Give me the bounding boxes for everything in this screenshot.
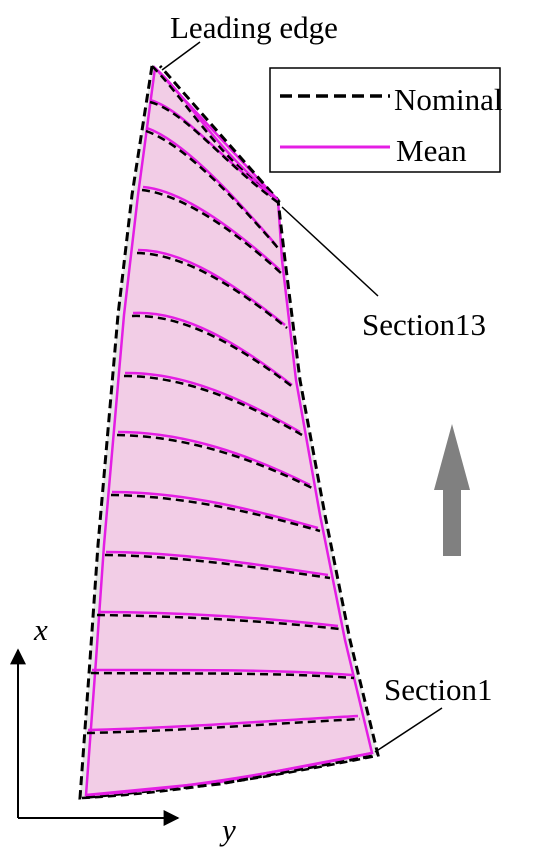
axis-x-label: x [33,612,48,647]
section-3-mean [91,668,353,677]
section-2-mean [87,714,359,732]
section-10-nominal [136,251,288,329]
section-13-label: Section13 [362,307,486,342]
section-9-mean [132,311,293,386]
section-3-nominal [90,671,355,680]
nominal-outline [78,65,380,800]
up-arrow-head [434,424,470,490]
section-9-nominal [131,314,295,389]
section-12-nominal [145,129,279,249]
coordinate-axes: x y [10,612,236,847]
section-11-nominal [141,188,283,275]
section-1-nominal [81,754,377,800]
section-8-mean [124,371,301,434]
section-13-nominal-lower [149,100,281,206]
legend-nominal-label: Nominal [394,82,503,117]
leading-edge-label: Leading edge [170,10,338,45]
section-1-leader [374,707,443,753]
section-11-mean [142,185,281,271]
section-6-mean [111,490,319,530]
legend-box [269,67,501,173]
sections [81,65,377,800]
section-4-nominal [96,613,341,631]
up-arrow-shaft [443,488,461,556]
axis-y-label: y [219,812,236,847]
section-13-leader [281,206,379,297]
section-1-mean [85,751,373,797]
up-arrow-icon [434,424,470,556]
legend-mean-label: Mean [396,133,467,168]
leading-edge-leader [161,41,201,71]
section-5-nominal [104,553,331,580]
section-7-mean [117,430,311,487]
section-10-mean [137,248,286,326]
section-5-mean [105,550,329,577]
section-1-label: Section1 [384,672,493,707]
legend: Nominal Mean [269,67,503,173]
section-8-nominal [123,374,303,437]
section-4-mean [97,610,339,628]
section-6-nominal [110,493,321,533]
